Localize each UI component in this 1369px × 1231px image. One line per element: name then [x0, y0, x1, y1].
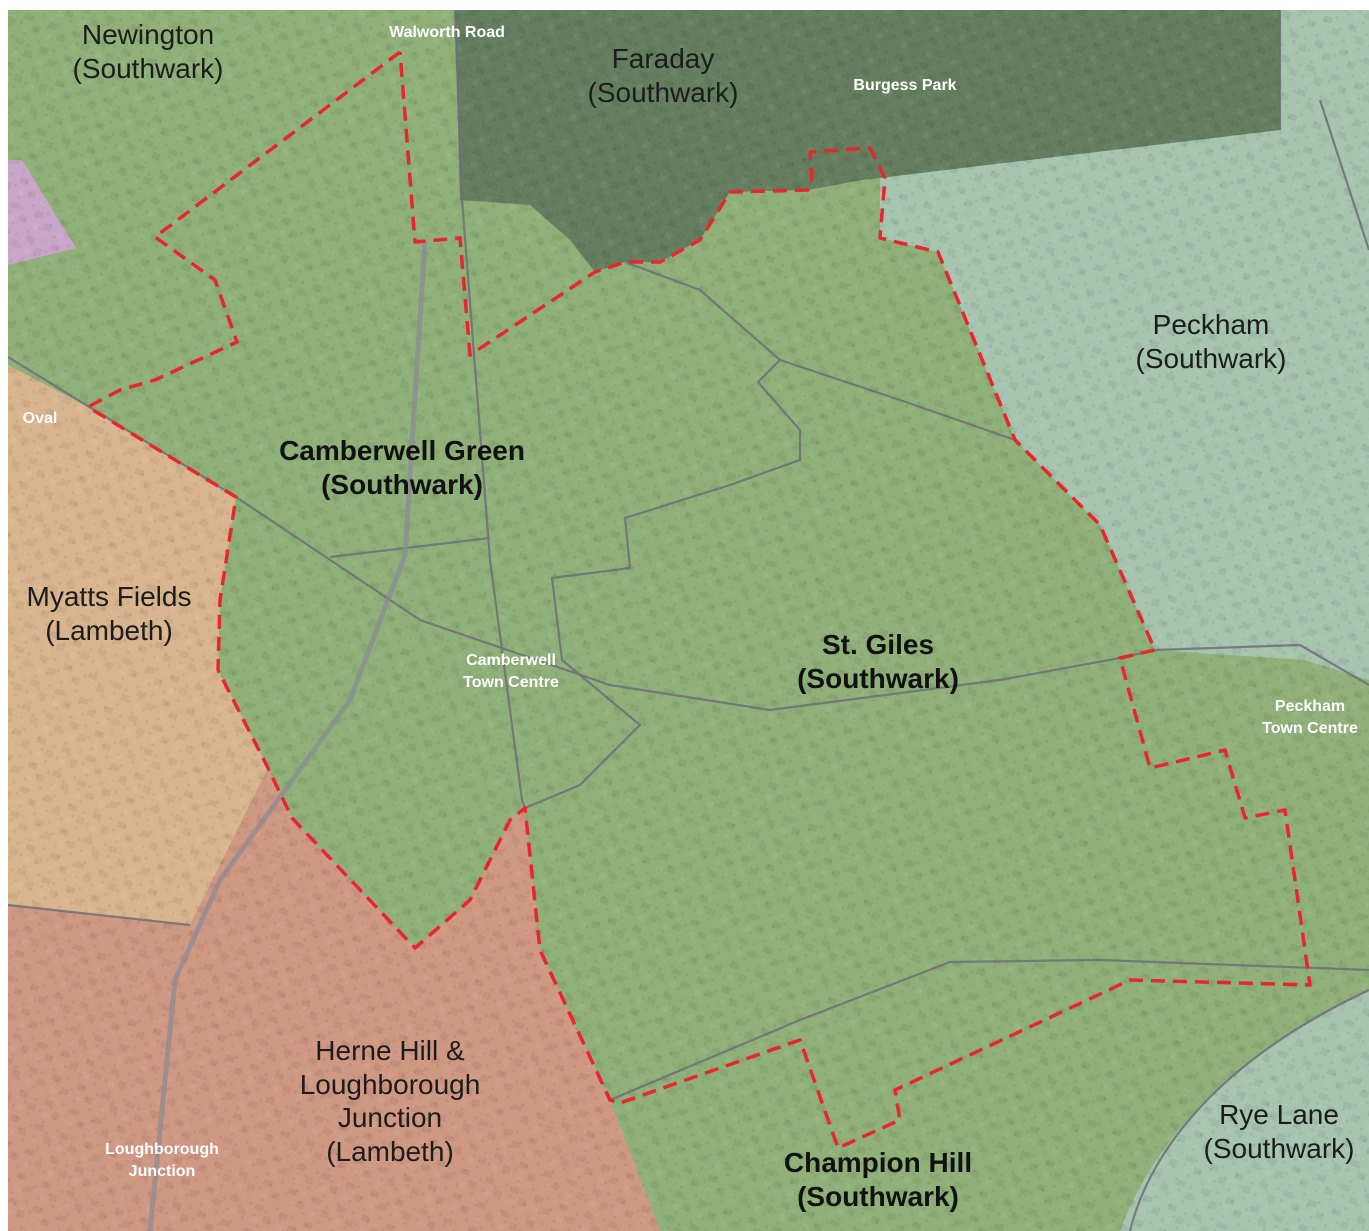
- place-name: Oval: [22, 410, 58, 427]
- ward-label-peckham: Peckham (Southwark): [1136, 308, 1287, 375]
- ward-name: Newington: [81, 19, 215, 50]
- ward-label-newington: Newington (Southwark): [73, 18, 224, 85]
- ward-name: Faraday: [611, 43, 715, 74]
- ward-borough: (Lambeth): [326, 1135, 454, 1167]
- place-label-camberwell-town-centre: Camberwell Town Centre: [463, 650, 559, 695]
- study-area-boundary: [86, 50, 1312, 1150]
- ward-label-camberwell-green: Camberwell Green (Southwark): [279, 434, 525, 501]
- place-name-line: Camberwell: [466, 652, 556, 669]
- ward-borough: (Southwark): [72, 52, 224, 84]
- ward-label-champion-hill: Champion Hill (Southwark): [784, 1146, 972, 1213]
- ward-name-line: Loughborough: [299, 1068, 481, 1100]
- ward-name-line: Junction: [337, 1102, 443, 1134]
- ward-name: Peckham: [1152, 309, 1270, 340]
- place-name-line: Loughborough: [105, 1141, 219, 1158]
- ward-label-rye-lane: Rye Lane (Southwark): [1204, 1098, 1355, 1165]
- ward-borough: (Lambeth): [45, 614, 173, 646]
- ward-borough: (Southwark): [1203, 1132, 1355, 1164]
- place-name-line: Town Centre: [463, 674, 559, 692]
- place-name-line: Junction: [128, 1163, 196, 1181]
- ward-name: Rye Lane: [1219, 1099, 1339, 1130]
- place-label-oval: Oval: [23, 408, 58, 430]
- place-label-burgess-park: Burgess Park: [853, 75, 956, 97]
- ward-name: St. Giles: [821, 629, 935, 660]
- place-label-peckham-town-centre: Peckham Town Centre: [1262, 696, 1358, 741]
- ward-label-myatts-fields: Myatts Fields (Lambeth): [27, 580, 192, 647]
- ward-name: Champion Hill: [783, 1147, 973, 1178]
- ward-label-st-giles: St. Giles (Southwark): [797, 628, 959, 695]
- ward-label-faraday: Faraday (Southwark): [588, 42, 739, 109]
- place-label-walworth-road: Walworth Road: [389, 22, 505, 44]
- place-name: Walworth Road: [389, 24, 505, 41]
- place-name-line: Peckham: [1274, 698, 1346, 715]
- ward-borough: (Southwark): [1135, 342, 1287, 374]
- place-name: Burgess Park: [853, 77, 957, 94]
- ward-borough: (Southwark): [797, 662, 959, 694]
- place-name-line: Town Centre: [1262, 720, 1358, 738]
- ward-borough: (Southwark): [587, 76, 739, 108]
- ward-label-herne-hill: Herne Hill & Loughborough Junction (Lamb…: [300, 1034, 481, 1168]
- ward-name: Myatts Fields: [26, 581, 192, 612]
- place-label-loughborough-junction: Loughborough Junction: [105, 1139, 219, 1184]
- railway-line: [147, 239, 428, 1231]
- ward-boundaries: [7, 9, 1369, 1231]
- ward-name-line: Herne Hill &: [315, 1035, 465, 1066]
- ward-name: Camberwell Green: [279, 435, 525, 466]
- ward-borough: (Southwark): [797, 1180, 959, 1212]
- ward-borough: (Southwark): [321, 468, 483, 500]
